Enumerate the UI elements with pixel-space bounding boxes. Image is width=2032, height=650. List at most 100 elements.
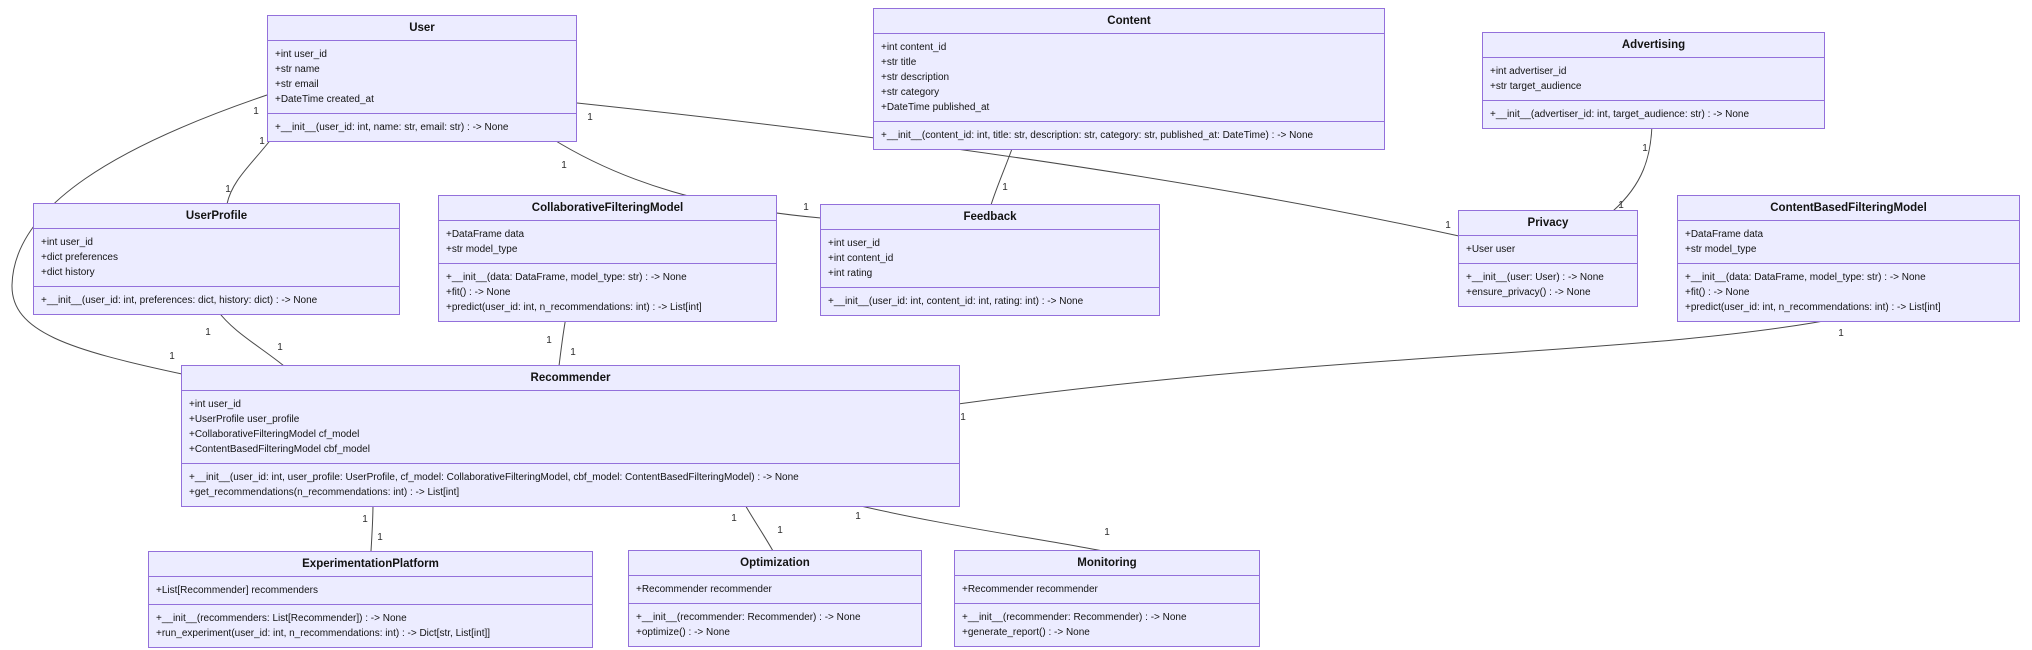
class-box-recommender: Recommender+int user_id+UserProfile user… (181, 365, 960, 507)
class-method: +__init__(data: DataFrame, model_type: s… (446, 272, 687, 283)
class-methods-section: +__init__(user_id: int, name: str, email… (268, 113, 576, 141)
multiplicity-label: 1 (1838, 328, 1844, 339)
edge-advertising-privacy (1612, 123, 1653, 212)
class-methods-section: +__init__(data: DataFrame, model_type: s… (439, 263, 776, 321)
class-method: +__init__(recommender: Recommender) : ->… (636, 612, 861, 623)
class-attrs-section: +int user_id +UserProfile user_profile +Co… (182, 391, 959, 463)
edge-recommender-experimentation-platform (370, 502, 374, 552)
class-title: Monitoring (955, 551, 1259, 576)
class-method: +__init__(user_id: int, preferences: dic… (41, 295, 318, 306)
class-methods-section: +__init__(recommender: Recommender) : ->… (955, 603, 1259, 646)
multiplicity-label: 1 (855, 511, 861, 522)
class-attrs-section: +int user_id +dict preferences +dict histo… (34, 229, 399, 286)
class-method: +__init__(recommenders: List[Recommender… (156, 613, 407, 624)
class-method: +predict(user_id: int, n_recommendations… (1685, 302, 1941, 313)
class-attribute: +DataFrame data (446, 229, 525, 240)
class-title: Content (874, 9, 1384, 34)
edge-collaborative-filtering-model-recommender (558, 316, 567, 367)
multiplicity-label: 1 (253, 106, 259, 117)
class-box-experimentation-platform: ExperimentationPlatform+List[Recommender… (148, 551, 593, 648)
multiplicity-label: 1 (570, 347, 576, 358)
class-box-collaborative-filtering-model: CollaborativeFilteringModel+DataFrame da… (438, 195, 777, 322)
multiplicity-label: 1 (731, 513, 737, 524)
class-methods-section: +__init__(advertiser_id: int, target_aud… (1483, 100, 1824, 128)
edge-recommender-monitoring (847, 502, 1104, 552)
class-method: +run_experiment(user_id: int, n_recommen… (156, 628, 491, 639)
edge-user-recommender (11, 94, 268, 375)
multiplicity-label: 1 (1104, 527, 1110, 538)
multiplicity-label: 1 (225, 184, 231, 195)
class-attribute: +str description (881, 72, 950, 83)
class-title: ContentBasedFilteringModel (1678, 196, 2019, 221)
class-box-advertising: Advertising+int advertiser_id+str target… (1482, 32, 1825, 129)
multiplicity-label: 1 (259, 136, 265, 147)
multiplicity-label: 1 (1618, 200, 1624, 211)
class-attribute: +int user_id (275, 49, 327, 60)
class-title: ExperimentationPlatform (149, 552, 592, 577)
class-box-optimization: Optimization +Recommender recommender +__i… (628, 550, 922, 647)
class-attribute: +int user_id (189, 399, 241, 410)
class-attrs-section: +User user (1459, 236, 1637, 263)
class-method: +generate_report() : -> None (962, 627, 1090, 638)
multiplicity-label: 1 (169, 351, 175, 362)
class-attrs-section: +int content_id+str title+str descriptio… (874, 34, 1384, 121)
class-method: +ensure_privacy() : -> None (1466, 287, 1591, 298)
class-attribute: +Recommender recommender (636, 584, 772, 595)
class-attribute: +dict history (41, 267, 95, 278)
class-method: +predict(user_id: int, n_recommendations… (446, 302, 702, 313)
class-methods-section: +__init__(content_id: int, title: str, d… (874, 121, 1384, 149)
multiplicity-label: 1 (377, 532, 383, 543)
class-method: +fit() : -> None (1685, 287, 1750, 298)
class-title: Privacy (1459, 211, 1637, 236)
class-box-user: User+int user_id+str name+str email+Date… (267, 15, 577, 142)
class-box-user-profile: UserProfile+int user_id+dict preferences… (33, 203, 400, 315)
multiplicity-label: 1 (362, 514, 368, 525)
class-attribute: +str target_audience (1490, 81, 1582, 92)
class-method: +__init__(data: DataFrame, model_type: s… (1685, 272, 1926, 283)
class-attribute: +DateTime published_at (881, 102, 990, 113)
class-title: Feedback (821, 205, 1159, 230)
class-box-monitoring: Monitoring +Recommender recommender +__ini… (954, 550, 1260, 647)
class-method: +fit() : -> None (446, 287, 511, 298)
class-attribute: +ContentBasedFilteringModel cbf_model (189, 444, 370, 455)
class-title: Optimization (629, 551, 921, 576)
class-method: +__init__(recommender: Recommender) : ->… (962, 612, 1187, 623)
class-title: Advertising (1483, 33, 1824, 58)
edge-recommender-optimization (743, 502, 774, 552)
edge-content-feedback (990, 145, 1014, 206)
class-methods-section: +__init__(user_id: int, user_profile: Us… (182, 463, 959, 506)
multiplicity-label: 1 (277, 342, 283, 353)
multiplicity-label: 1 (561, 160, 567, 171)
multiplicity-label: 1 (1445, 220, 1451, 231)
class-attribute: +str model_type (1685, 244, 1757, 255)
class-attribute: +dict preferences (41, 252, 118, 263)
multiplicity-label: 1 (960, 412, 966, 423)
class-attrs-section: +int user_id +int content_id +int rating (821, 230, 1159, 287)
multiplicity-label: 1 (803, 202, 809, 213)
class-attribute: +str email (275, 79, 319, 90)
class-attribute: +int rating (828, 268, 873, 279)
class-attrs-section: +Recommender recommender (955, 576, 1259, 603)
class-attribute: +int content_id (828, 253, 894, 264)
class-box-privacy: Privacy+User user+__init__(user: User) :… (1458, 210, 1638, 307)
class-title: User (268, 16, 576, 41)
class-method: +optimize() : -> None (636, 627, 730, 638)
class-attrs-section: +DataFrame data +str model_type (1678, 221, 2019, 263)
class-attribute: +UserProfile user_profile (189, 414, 300, 425)
class-attribute: +DataFrame data (1685, 229, 1764, 240)
class-box-feedback: Feedback+int user_id+int content_id+int … (820, 204, 1160, 316)
class-attribute: +int content_id (881, 42, 947, 53)
class-attribute: +int user_id (41, 237, 93, 248)
class-attrs-section: +List[Recommender] recommenders (149, 577, 592, 604)
edge-user-profile-recommender (217, 310, 285, 367)
class-methods-section: +__init__(user_id: int, content_id: int,… (821, 287, 1159, 315)
class-attribute: +int user_id (828, 238, 880, 249)
class-attribute: +Recommender recommender (962, 584, 1098, 595)
class-attribute: +User user (1466, 244, 1516, 255)
class-method: +__init__(user_id: int, name: str, email… (275, 122, 509, 133)
class-attrs-section: +int advertiser_id+str target_audience (1483, 58, 1824, 100)
multiplicity-label: 1 (587, 112, 593, 123)
class-methods-section: +__init__(recommenders: List[Recommender… (149, 604, 592, 647)
